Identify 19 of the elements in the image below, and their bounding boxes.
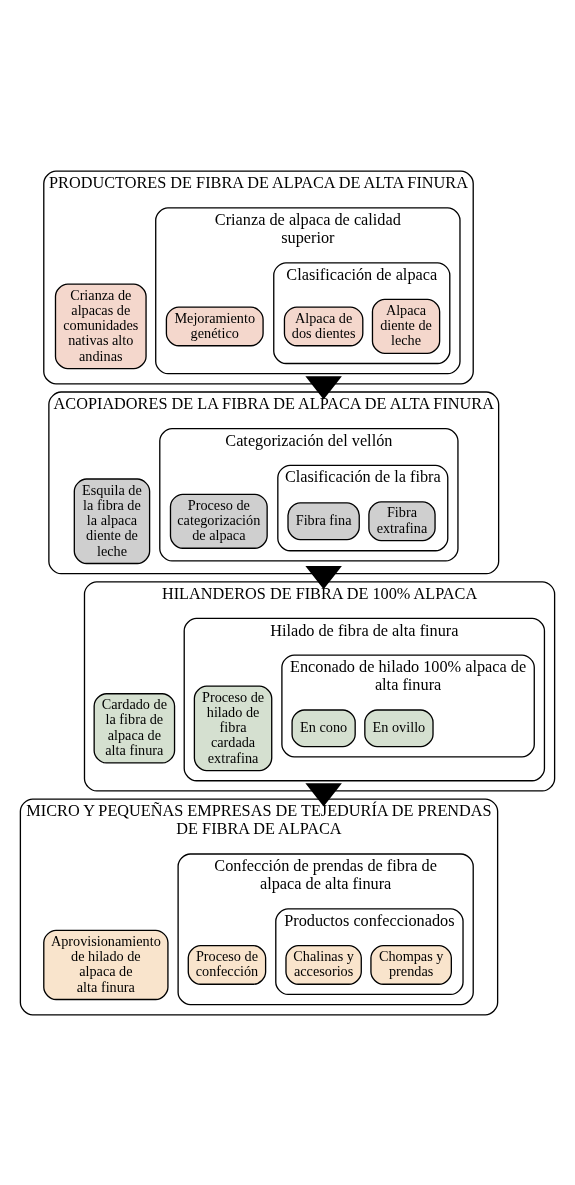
- node-box: Cardado de la fibra de alpaca de alta finura: [93, 692, 176, 764]
- node-box: Alpaca diente de leche: [371, 298, 441, 354]
- node-box: Esquila de la fibra de la alpaca diente de leche: [73, 477, 151, 564]
- node-box: Mejoramiento genético: [165, 305, 264, 346]
- node-box: Proceso de confección: [187, 944, 267, 985]
- node-box: Chalinas y accesorios: [285, 944, 362, 985]
- node-box: Aprovisionamiento de hilado de alpaca de alta finura: [43, 929, 169, 1000]
- arrow: [305, 782, 342, 806]
- node-box: Crianza de alpacas de comunidades nativas alto andinas: [54, 283, 147, 369]
- node-box: En ovillo: [364, 708, 434, 747]
- node-box: Fibra extrafina: [368, 500, 436, 541]
- node-box: Proceso de categorización de alpaca: [169, 493, 268, 549]
- node-box: En cono: [291, 708, 356, 747]
- node-box: Proceso de hilado de fibra cardada extrafina: [193, 684, 273, 771]
- arrow: [305, 375, 342, 399]
- node-box: Chompas y prendas: [370, 944, 452, 985]
- arrow: [305, 565, 342, 589]
- node-box: Alpaca de dos dientes: [283, 305, 364, 346]
- node-box: Fibra fina: [287, 501, 360, 540]
